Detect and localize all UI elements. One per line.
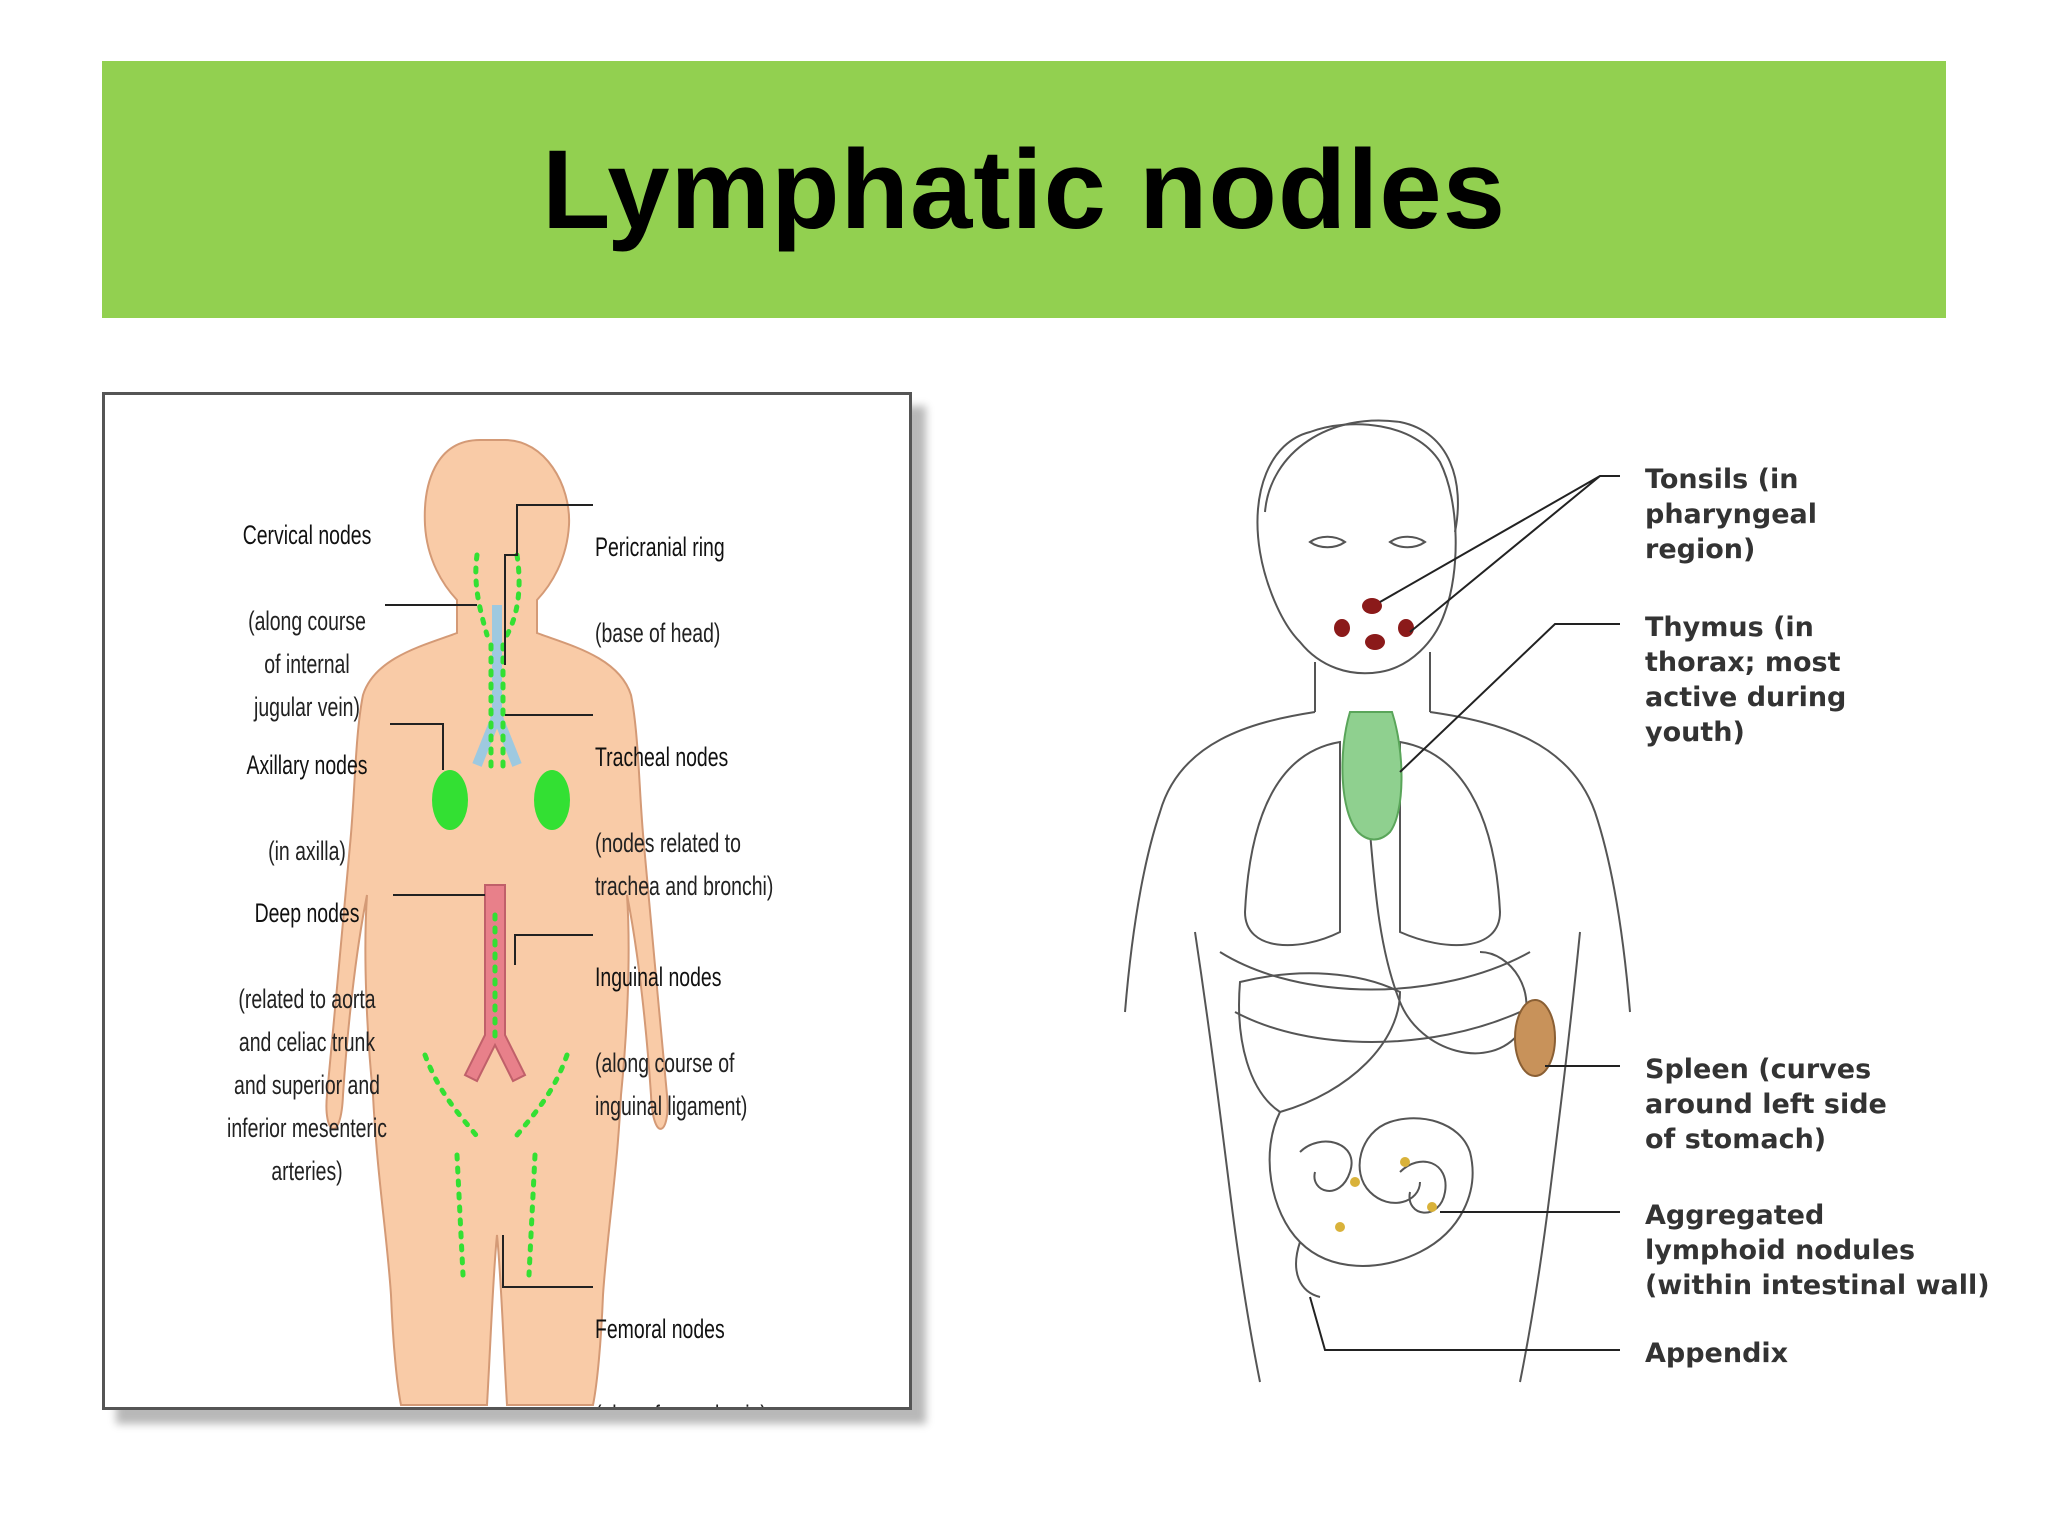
lymphoid-nodule (1350, 1177, 1360, 1187)
lymphoid-organs-diagram-panel: Tonsils (in pharyngeal region) Thymus (i… (1100, 392, 2000, 1410)
flank-right (1519, 931, 1581, 1383)
axillary-node-left (432, 770, 468, 830)
cervical-nodes-detail: (along course of internal jugular vein) (248, 606, 366, 722)
deep-nodes-heading: Deep nodes (254, 898, 360, 928)
inguinal-node-chain (422, 1052, 570, 1143)
flank-left (1194, 931, 1261, 1383)
leader-axillary (390, 723, 444, 770)
label-tracheal-nodes: Tracheal nodes (nodes related to trachea… (595, 693, 811, 951)
liver-outline (1238, 972, 1402, 1114)
axillary-node-right (534, 770, 570, 830)
head-outline (1256, 423, 1457, 675)
intestines-outline (1268, 1111, 1474, 1267)
rib-line (1219, 951, 1531, 991)
deep-nodes-detail: (related to aorta and celiac trunk and s… (227, 984, 387, 1186)
neck-outline (1314, 652, 1431, 712)
eye-right (1388, 535, 1427, 549)
inguinal-nodes-heading: Inguinal nodes (595, 962, 722, 992)
tracheal-nodes-heading: Tracheal nodes (595, 742, 729, 772)
femoral-nodes-detail: (along femoral vein) (595, 1394, 811, 1407)
spleen (1514, 999, 1556, 1077)
tonsil-1 (1362, 598, 1382, 614)
inguinal-nodes-detail: (along course of inguinal ligament) (595, 1048, 748, 1121)
slide-title: Lymphatic nodles (541, 127, 1506, 252)
label-axillary-nodes: Axillary nodes (in axilla) (199, 701, 415, 916)
label-deep-nodes: Deep nodes (related to aorta and celiac … (199, 849, 415, 1236)
thymus (1341, 711, 1403, 841)
leader-thymus (1399, 623, 1620, 773)
trachea (472, 605, 522, 767)
cervical-nodes-heading: Cervical nodes (242, 520, 372, 550)
torso-outline (1124, 711, 1631, 1013)
leader-femoral (502, 1235, 593, 1288)
label-inguinal-nodes: Inguinal nodes (along course of inguinal… (595, 913, 811, 1171)
pericranial-ring-heading: Pericranial ring (595, 532, 725, 562)
label-spleen: Spleen (curves around left side of stoma… (1645, 1054, 1887, 1155)
leader-pericranial (504, 504, 593, 665)
label-pericranial-ring: Pericranial ring (base of head) (595, 483, 811, 698)
axillary-nodes-heading: Axillary nodes (246, 750, 368, 780)
lymphoid-nodule (1335, 1222, 1345, 1232)
cervical-node-chain (473, 552, 522, 638)
body-silhouette-figure (325, 439, 669, 1406)
title-banner: Lymphatic nodles (102, 61, 1946, 318)
torso-line-drawing (1124, 419, 1631, 1383)
tracheal-nodes-detail: (nodes related to trachea and bronchi) (595, 828, 774, 901)
eye-left (1308, 535, 1347, 549)
hair-outline (1264, 419, 1459, 533)
lymphoid-nodule (1427, 1202, 1437, 1212)
tonsil-4 (1398, 619, 1414, 637)
leader-inguinal (514, 934, 593, 965)
label-appendix: Appendix (1645, 1338, 1789, 1369)
rib-line-lower (1234, 1011, 1521, 1043)
lymphoid-nodule (1400, 1157, 1410, 1167)
lymph-node-diagram-panel: Cervical nodes (along course of internal… (102, 392, 912, 1410)
label-thymus: Thymus (in thorax; most active during yo… (1645, 612, 1847, 748)
femoral-nodes-heading: Femoral nodes (595, 1314, 725, 1344)
axillary-nodes-detail: (in axilla) (268, 836, 346, 866)
lung-right (1399, 740, 1502, 947)
pericranial-ring-detail: (base of head) (595, 618, 721, 648)
appendix-outline (1295, 1241, 1321, 1298)
intestines-loops (1299, 1140, 1447, 1214)
leader-tonsils (1379, 475, 1620, 633)
tracheal-node-chain (488, 642, 506, 778)
tonsil-2 (1365, 634, 1385, 650)
lung-left (1243, 740, 1341, 947)
label-femoral-nodes: Femoral nodes (along femoral vein) (595, 1265, 811, 1407)
leader-appendix (1309, 1296, 1620, 1351)
stomach-outline (1369, 831, 1528, 1055)
label-cervical-nodes: Cervical nodes (along course of internal… (199, 471, 415, 772)
label-tonsils: Tonsils (in pharyngeal region) (1645, 464, 1818, 565)
label-aggregated-lymphoid-nodules: Aggregated lymphoid nodules (within inte… (1645, 1200, 1990, 1301)
tonsil-3 (1334, 619, 1350, 637)
